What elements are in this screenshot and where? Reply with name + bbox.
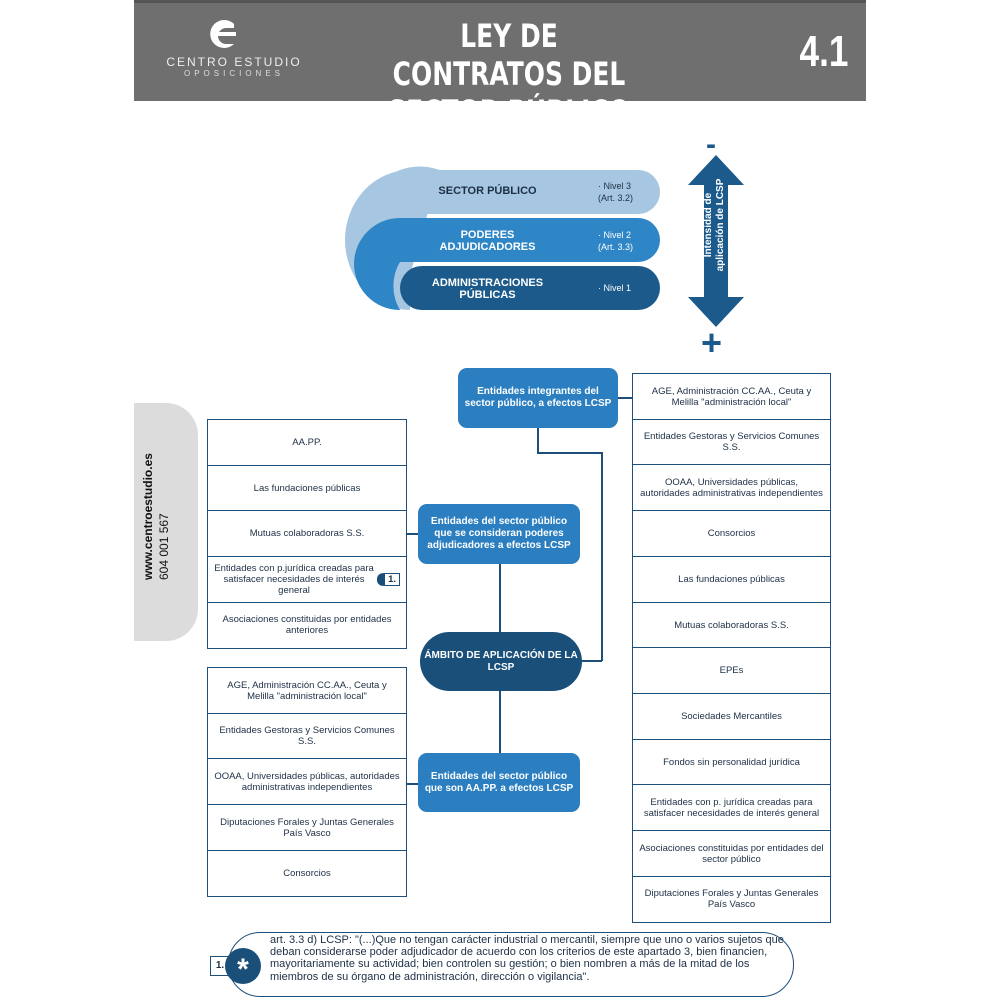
connector: [499, 563, 501, 633]
list-item: Fondos sin personalidad jurídica: [632, 738, 831, 786]
list-item-text: Mutuas colaboradoras S.S.: [249, 528, 365, 540]
level1-note: · Nivel 1: [598, 283, 632, 293]
list-item-text: Diputaciones Forales y Juntas Generales …: [220, 816, 394, 839]
footnote-ref-badge[interactable]: 1.: [377, 573, 400, 587]
list-item-text: Diputaciones Forales y Juntas Generales …: [644, 888, 819, 911]
list-item-text: AA.PP.: [292, 437, 322, 448]
list-item: Las fundaciones públicas: [632, 555, 831, 603]
connector: [580, 660, 602, 662]
list-item: Mutuas colaboradoras S.S.: [207, 510, 407, 558]
list-item-text: AGE, Administración CC.AA., Ceuta y Meli…: [651, 385, 812, 408]
list-item-text: AGE, Administración CC.AA., Ceuta y Meli…: [227, 679, 387, 702]
level3-label: SECTOR PÚBLICO: [438, 185, 537, 197]
connector: [406, 783, 418, 785]
list-item: Las fundaciones públicas: [207, 464, 407, 512]
node-ambito: ÁMBITO DE APLICACIÓN DE LA LCSP: [420, 632, 582, 691]
list-item-text: Asociaciones constituidas por entidades …: [639, 842, 824, 865]
list-item-text: Entidades con p.jurídica creadas para sa…: [214, 563, 374, 597]
connector: [537, 427, 539, 453]
level3-note: · Nivel 3(Art. 3.2): [598, 181, 634, 203]
connector: [617, 397, 632, 399]
list-item: AGE, Administración CC.AA., Ceuta y Meli…: [632, 373, 831, 420]
list-item: AGE, Administración CC.AA., Ceuta y Meli…: [207, 667, 407, 714]
list-item-text: Entidades Gestoras y Servicios Comunes S…: [219, 725, 395, 748]
website-link[interactable]: www.centroestudio.es: [141, 453, 155, 580]
list-item-text: Entidades con p. jurídica creadas para s…: [643, 796, 820, 819]
list-item-text: Sociedades Mercantiles: [681, 710, 782, 722]
level2-note: · Nivel 2(Art. 3.3): [598, 230, 634, 252]
list-item-text: Asociaciones constituidas por entidades …: [222, 614, 392, 637]
logo-icon: [210, 20, 236, 48]
list-item: Entidades Gestoras y Servicios Comunes S…: [632, 418, 831, 466]
integrantes-list: AGE, Administración CC.AA., Ceuta y Meli…: [632, 373, 831, 923]
aapp-list: AGE, Administración CC.AA., Ceuta y Meli…: [207, 667, 407, 897]
connector: [406, 533, 418, 535]
contact-tab: [134, 403, 198, 641]
connector: [601, 452, 603, 661]
section-number: 4.1: [799, 27, 849, 76]
list-item: OOAA, Universidades públicas, autoridade…: [207, 758, 407, 806]
double-arrow-icon: [688, 155, 744, 327]
list-item: Entidades Gestoras y Servicios Comunes S…: [207, 712, 407, 760]
connector: [537, 452, 602, 454]
plus-sign: +: [701, 322, 723, 363]
list-item-text: Consorcios: [283, 867, 331, 879]
footnote-text: art. 3.3 d) LCSP: "(...)Que no tengan ca…: [270, 934, 784, 983]
list-item: OOAA, Universidades públicas, autoridade…: [632, 464, 831, 512]
header-banner: CENTRO ESTUDIO OPOSICIONES LEY DE CONTRA…: [134, 0, 866, 131]
asterisk-icon: *: [225, 948, 261, 986]
list-item-text: EPEs: [719, 665, 744, 677]
list-item: Entidades con p. jurídica creadas para s…: [632, 784, 831, 832]
list-item-text: OOAA, Universidades públicas, autoridade…: [214, 770, 400, 793]
list-item-text: Las fundaciones públicas: [253, 482, 361, 494]
node-aapp: Entidades del sector público que son AA.…: [418, 753, 580, 812]
connector: [499, 690, 501, 754]
logo-subtext: OPOSICIONES: [183, 69, 284, 78]
list-item: AA.PP.: [207, 419, 407, 466]
list-item-text: OOAA, Universidades públicas, autoridade…: [640, 476, 823, 499]
logo-text: CENTRO ESTUDIO: [166, 55, 302, 69]
list-item-text: Consorcios: [707, 528, 756, 540]
minus-sign: -: [706, 128, 716, 161]
list-item: Asociaciones constituidas por entidades …: [632, 830, 831, 878]
levels-diagram: [345, 166, 660, 310]
list-item-text: Fondos sin personalidad jurídica: [663, 756, 800, 768]
list-item-text: Mutuas colaboradoras S.S.: [674, 619, 789, 631]
list-item: Sociedades Mercantiles: [632, 692, 831, 740]
list-item: Mutuas colaboradoras S.S.: [632, 601, 831, 649]
list-item: Consorcios: [207, 849, 407, 897]
list-item: Consorcios: [632, 510, 831, 558]
list-item: Diputaciones Forales y Juntas Generales …: [632, 875, 831, 923]
list-item: Entidades con p.jurídica creadas para sa…: [207, 556, 407, 604]
list-item: Diputaciones Forales y Juntas Generales …: [207, 804, 407, 852]
node-poderes: Entidades del sector público que se cons…: [418, 504, 580, 564]
list-item: Asociaciones constituidas por entidades …: [207, 601, 407, 649]
phone-number: 604 001 567: [157, 513, 171, 580]
list-item-text: Las fundaciones públicas: [678, 573, 785, 585]
list-item: EPEs: [632, 647, 831, 695]
node-integrantes: Entidades integrantes del sector público…: [458, 368, 618, 428]
list-item-text: Entidades Gestoras y Servicios Comunes S…: [643, 431, 820, 454]
